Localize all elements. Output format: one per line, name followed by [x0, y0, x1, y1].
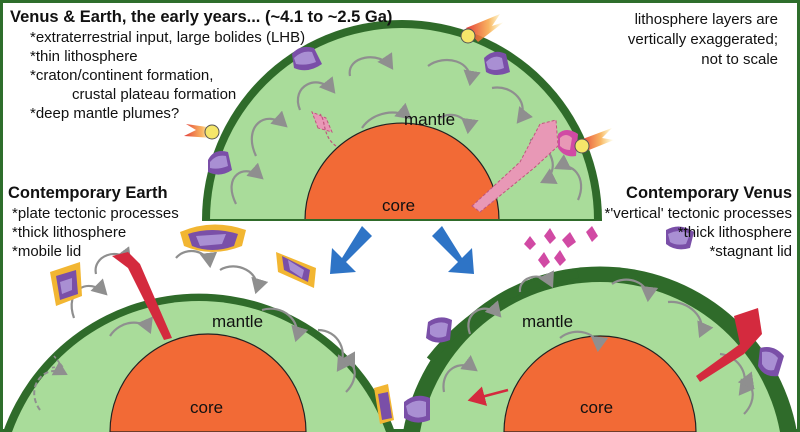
- arrow-to-venus: [432, 226, 474, 274]
- scale-note-line-3: not to scale: [701, 51, 778, 68]
- meteor-icon-2: [184, 124, 220, 140]
- earth-title: Contemporary Earth: [8, 184, 168, 202]
- venus-bullet-1: *'vertical' tectonic processes: [604, 205, 792, 222]
- venus-cratons: [404, 226, 784, 423]
- earth-mantle-label: mantle: [212, 312, 264, 331]
- venus-plume-right: [696, 308, 762, 382]
- early-bullet-5: *deep mantle plumes?: [30, 105, 180, 122]
- early-convection-arrows: [230, 52, 583, 205]
- venus-core-label: core: [580, 398, 614, 417]
- meteor-icon-1: [460, 14, 504, 44]
- earth-continents: [50, 224, 394, 424]
- venus-title: Contemporary Venus: [626, 184, 792, 202]
- venus-bullet-3: *stagnant lid: [709, 243, 792, 260]
- earth-bullet-1: *plate tectonic processes: [12, 205, 179, 222]
- arrow-to-earth: [330, 226, 372, 274]
- venus-hemisphere: [403, 226, 797, 432]
- transition-arrows: [330, 226, 474, 274]
- earth-hemisphere: [3, 224, 395, 432]
- scale-note-line-1: lithosphere layers are: [634, 11, 778, 28]
- earth-bullet-3: *mobile lid: [12, 243, 82, 260]
- early-cratons: [208, 46, 578, 175]
- earth-bullet-2: *thick lithosphere: [12, 224, 127, 241]
- early-mantle-label: mantle: [404, 110, 456, 129]
- early-bullet-1: *extraterrestrial input, large bolides (…: [30, 29, 306, 46]
- venus-plume-left: [467, 386, 509, 406]
- early-bullet-4: crustal plateau formation: [72, 86, 237, 103]
- early-plume-small: [311, 111, 333, 133]
- early-bullet-3: *craton/continent formation,: [30, 67, 214, 84]
- earth-core-label: core: [190, 398, 224, 417]
- earth-core: [109, 333, 307, 432]
- early-core-label: core: [382, 196, 416, 215]
- meteor-icon-3: [574, 128, 614, 154]
- earth-plume: [112, 252, 172, 340]
- early-title: Venus & Earth, the early years... (~4.1 …: [10, 8, 393, 26]
- early-plume-large: [471, 119, 559, 213]
- venus-bullet-2: *thick lithosphere: [677, 224, 792, 241]
- scale-note-line-2: vertically exaggerated;: [627, 31, 778, 48]
- venus-mantle-label: mantle: [522, 312, 574, 331]
- early-core: [304, 122, 500, 221]
- early-hemisphere: [184, 14, 614, 221]
- early-bullet-2: *thin lithosphere: [30, 48, 138, 65]
- venus-diapirs: [524, 226, 598, 268]
